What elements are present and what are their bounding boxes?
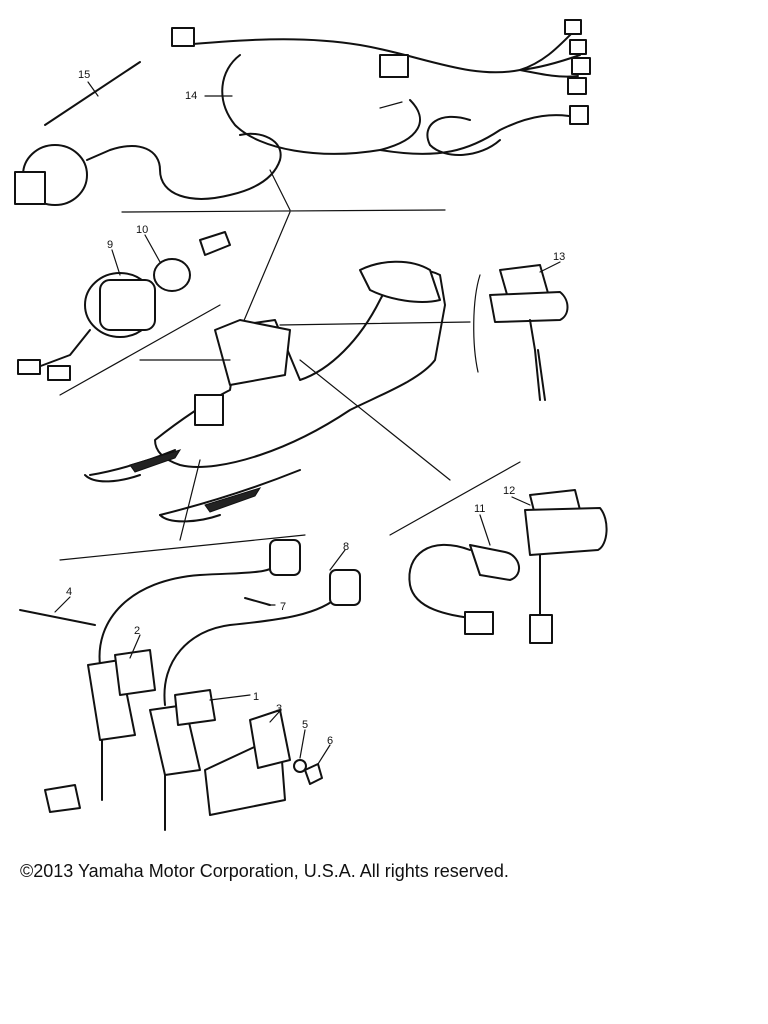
callout-9: 9 [107, 239, 113, 251]
separator-bottom [59, 534, 306, 561]
callout-14: 14 [185, 90, 197, 102]
leader-ignition [179, 459, 201, 541]
callout-11: 11 [474, 503, 485, 515]
gauge-sensor [14, 132, 291, 211]
snowmobile-body [84, 260, 471, 523]
callout-10: 10 [136, 224, 148, 236]
main-switch-assembly [17, 231, 231, 396]
callout-5: 5 [302, 719, 308, 731]
callout-15: 15 [78, 69, 90, 81]
sensor-11 [408, 544, 520, 635]
callout-leaders [54, 81, 561, 765]
callout-4: 4 [66, 586, 72, 598]
callout-1: 1 [253, 691, 259, 703]
callout-7: 7 [280, 601, 286, 613]
wire-harness [171, 19, 591, 156]
copyright-notice: ©2013 Yamaha Motor Corporation, U.S.A. A… [20, 861, 509, 881]
callout-2: 2 [134, 625, 140, 637]
switch-13 [473, 264, 569, 401]
separator-top [121, 209, 446, 213]
callout-6: 6 [327, 735, 333, 747]
part-15-wire [44, 61, 141, 126]
callout-13: 13 [553, 251, 565, 263]
callout-numbers: 1 2 3 4 5 6 7 8 9 10 11 12 13 14 15 [66, 69, 565, 747]
callout-12: 12 [503, 485, 515, 497]
switch-12 [524, 489, 608, 644]
parts-diagram: 1 2 3 4 5 6 7 8 9 10 11 12 13 14 15 [14, 19, 608, 831]
leader-harness [239, 211, 291, 331]
callout-3: 3 [276, 703, 282, 715]
callout-8: 8 [343, 541, 349, 553]
ignition-coil-assembly [19, 539, 361, 831]
separator-right [389, 461, 521, 536]
